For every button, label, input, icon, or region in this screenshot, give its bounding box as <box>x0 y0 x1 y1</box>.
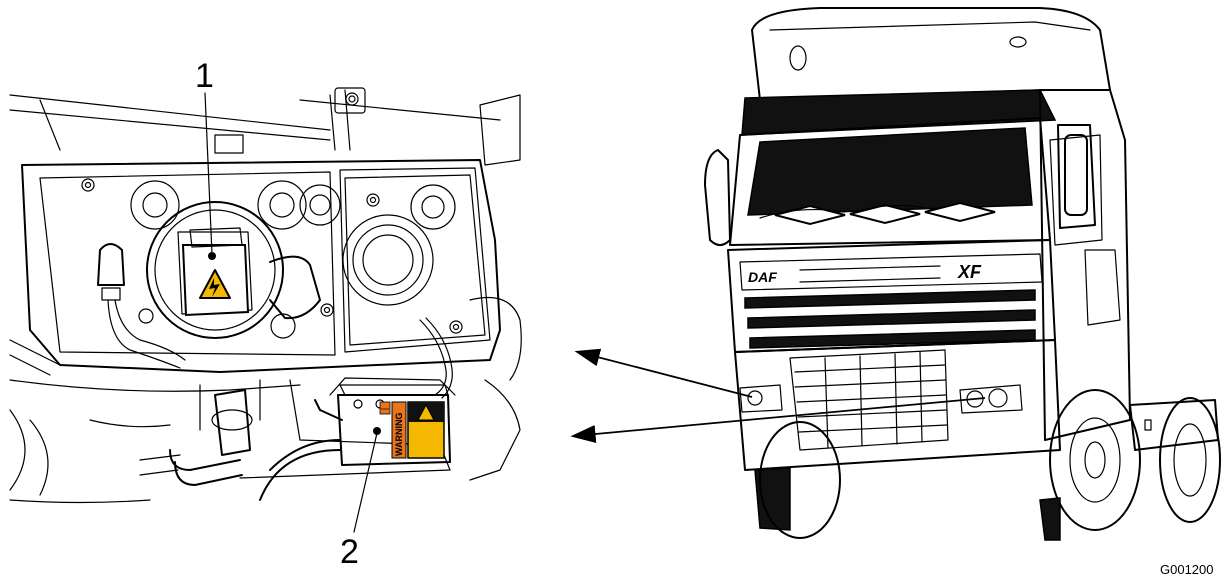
truck-model-logo: XF <box>957 262 982 282</box>
arrow-left-headlamp <box>574 348 753 398</box>
ballast-tag-label: xxxx <box>381 406 389 411</box>
ballast-warning-label: WARNING <box>394 413 404 457</box>
headlamp-detail: WARNING xxxx 1 2 <box>9 57 522 571</box>
location-arrows <box>570 348 986 443</box>
high-voltage-warning-icon <box>199 269 231 299</box>
xenon-ballast-unit: WARNING xxxx <box>259 377 456 501</box>
adjuster-gears <box>130 180 456 230</box>
daf-xf-truck: DAF XF <box>704 7 1221 541</box>
low-beam-reflector <box>342 214 434 306</box>
side-bulb-wiring <box>97 243 186 369</box>
arrow-right-headlamp <box>570 397 986 443</box>
callout-1: 1 <box>195 57 214 95</box>
callout-2: 2 <box>340 533 359 571</box>
headlamp-bulb-cap <box>146 201 321 339</box>
truck-brand-logo: DAF <box>748 269 777 285</box>
screw-icons <box>81 178 463 334</box>
callout-2-dot <box>373 427 381 435</box>
figure-code: G001200 <box>1160 562 1214 574</box>
callout-1-dot <box>208 252 216 260</box>
